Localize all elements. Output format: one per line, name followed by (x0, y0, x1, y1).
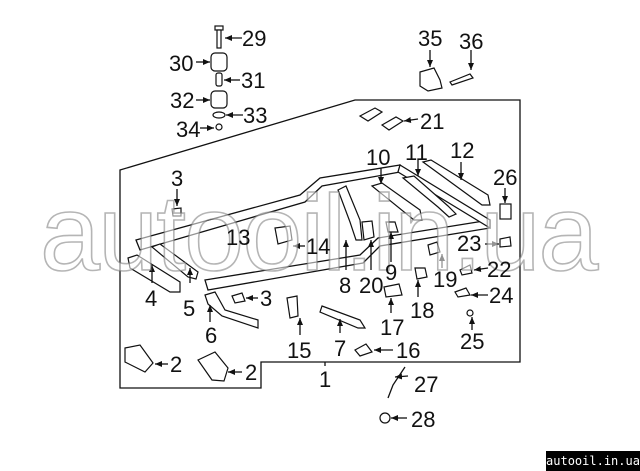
cushion-30 (210, 52, 228, 72)
callout-11: 11 (405, 140, 428, 165)
callout-15: 15 (287, 338, 311, 363)
callout-19: 19 (433, 267, 457, 292)
crossmember-7 (319, 305, 367, 329)
crossmember-8 (337, 185, 363, 241)
callout-29: 29 (242, 26, 266, 51)
callout-13: 13 (226, 225, 250, 250)
callout-8: 8 (339, 273, 351, 298)
parts (124, 25, 512, 424)
assembly-boundary (119, 99, 521, 389)
gusset-2a (124, 344, 154, 373)
bracket-21a (358, 107, 384, 122)
callout-7: 7 (334, 336, 346, 361)
mount-20 (361, 220, 375, 241)
callout-32: 32 (170, 88, 194, 113)
bracket-14 (274, 225, 293, 245)
plate-24 (454, 287, 471, 298)
bracket-9 (385, 221, 399, 233)
clip-28 (379, 412, 391, 424)
bracket-22 (459, 264, 473, 276)
callout-21: 21 (420, 109, 444, 134)
callout-33: 33 (243, 103, 267, 128)
leaders (149, 35, 508, 421)
callout-5: 5 (183, 296, 195, 321)
bracket-19 (427, 241, 441, 256)
callout-20: 20 (359, 273, 383, 298)
bracket-3a (171, 207, 182, 217)
bolt-29 (214, 25, 224, 49)
crossmember-5 (150, 243, 199, 280)
gusset-2b (197, 351, 229, 382)
callout-34: 34 (176, 117, 200, 142)
cushion-32 (210, 90, 228, 109)
callout-3a: 3 (171, 166, 183, 191)
callout-31: 31 (241, 68, 265, 93)
callout-1: 1 (319, 367, 331, 392)
callout-17: 17 (380, 315, 404, 340)
callout-27: 27 (414, 372, 438, 397)
callout-6: 6 (205, 323, 217, 348)
callout-2b: 2 (245, 360, 257, 385)
bracket-21b (380, 116, 405, 131)
bolt-36 (449, 73, 474, 86)
bracket-3b (231, 292, 246, 304)
nut-34 (215, 123, 223, 131)
washer-33 (212, 111, 226, 119)
spacer-31 (215, 72, 223, 87)
callout-labels: 1 2 2 3 3 4 5 6 7 8 9 10 11 12 13 14 15 … (145, 26, 517, 432)
callout-12: 12 (450, 138, 474, 163)
callout-9: 9 (385, 260, 397, 285)
crossmember-12 (421, 159, 491, 206)
callout-4: 4 (145, 286, 157, 311)
hose-27 (387, 366, 406, 399)
callout-22: 22 (487, 257, 511, 282)
callout-30: 30 (169, 51, 193, 76)
clip-25 (466, 309, 474, 317)
frame-rails (135, 163, 491, 291)
callout-3b: 3 (260, 286, 272, 311)
callout-10: 10 (366, 145, 390, 170)
bracket-16 (354, 343, 373, 357)
callout-35: 35 (418, 26, 442, 51)
bracket-17 (383, 283, 403, 298)
callout-25: 25 (460, 329, 484, 354)
callout-16: 16 (396, 338, 420, 363)
bracket-18 (414, 267, 428, 280)
block-26 (499, 203, 512, 220)
site-badge: autooil.in.ua (546, 451, 640, 471)
callout-23: 23 (457, 231, 481, 256)
callout-24: 24 (489, 283, 513, 308)
callout-26: 26 (493, 165, 517, 190)
callout-18: 18 (410, 298, 434, 323)
bracket-15 (286, 295, 299, 319)
callout-14: 14 (306, 234, 330, 259)
rear-crossmember (397, 163, 491, 230)
bracket-23 (499, 236, 512, 248)
crossmember-11 (401, 175, 458, 218)
callout-36: 36 (459, 29, 483, 54)
crossmember-4 (127, 254, 181, 293)
watermark: autooil.in.ua (40, 172, 599, 293)
mount-35 (419, 67, 443, 92)
callout-28: 28 (411, 407, 435, 432)
callout-2a: 2 (170, 352, 182, 377)
